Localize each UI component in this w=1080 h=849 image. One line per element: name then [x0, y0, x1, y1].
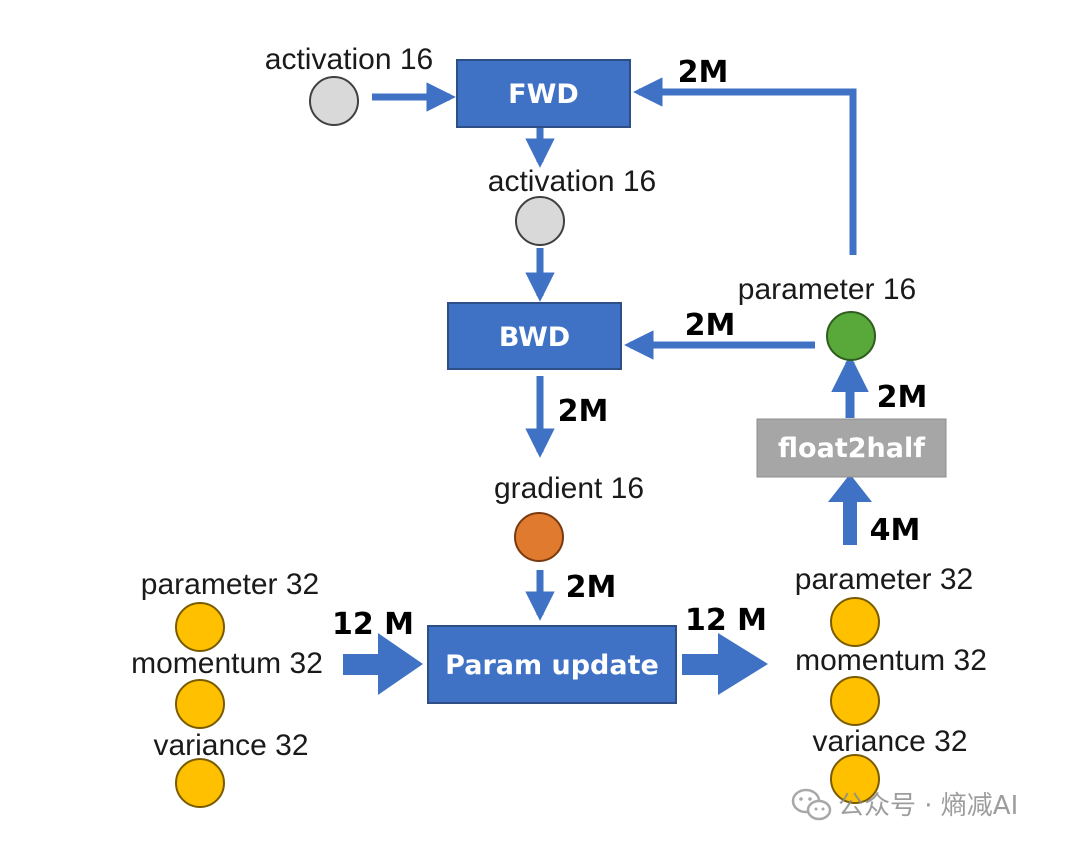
right-parameter32-label: parameter 32: [795, 563, 973, 596]
gradient16-circle: [514, 512, 564, 562]
edge-label-left-state-to-update: 12 M: [332, 607, 414, 642]
fwd-label: FWD: [508, 79, 579, 110]
right-momentum32-circle: [830, 676, 880, 726]
left-parameter32-circle: [175, 602, 225, 652]
float2half-box: float2half: [756, 418, 947, 478]
edge-label-param16-to-fwd: 2M: [678, 55, 729, 90]
right-momentum32-label: momentum 32: [795, 644, 987, 677]
bwd-label: BWD: [499, 322, 570, 353]
edge-label-float2half-to-param16: 2M: [877, 380, 928, 415]
activation-mid-circle: [515, 196, 565, 246]
watermark: 公众号 · 熵减AI: [791, 788, 1018, 821]
edge-label-fp32-to-float2half: 4M: [870, 513, 921, 548]
activation-in-label: activation 16: [265, 43, 433, 76]
arrow-update-to-right-state: [682, 633, 768, 695]
parameter16-circle: [826, 311, 876, 361]
edge-label-bwd-to-gradient: 2M: [558, 394, 609, 429]
edge-label-update-to-right-state: 12 M: [685, 603, 767, 638]
gradient16-label: gradient 16: [494, 472, 644, 505]
left-momentum32-label: momentum 32: [131, 647, 323, 680]
left-parameter32-label: parameter 32: [141, 568, 319, 601]
right-parameter32-circle: [830, 597, 880, 647]
float2half-label: float2half: [778, 433, 925, 464]
left-momentum32-circle: [175, 679, 225, 729]
right-variance32-circle: [830, 754, 880, 804]
parameter16-label: parameter 16: [738, 273, 916, 306]
bwd-box: BWD: [447, 302, 622, 370]
left-variance32-label: variance 32: [153, 729, 308, 762]
fwd-box: FWD: [456, 59, 631, 128]
wechat-icon: [791, 788, 832, 821]
activation-mid-label: activation 16: [488, 165, 656, 198]
left-variance32-circle: [175, 758, 225, 808]
right-variance32-label: variance 32: [812, 725, 967, 758]
arrow-left-state-to-update: [343, 633, 423, 695]
param-update-box: Param update: [427, 625, 677, 704]
edge-label-gradient-to-update: 2M: [566, 570, 617, 605]
activation-in-circle: [309, 76, 359, 126]
arrow-fp32-to-float2half: [828, 474, 872, 545]
arrow-param16-to-fwd: [633, 77, 857, 255]
param-update-label: Param update: [445, 650, 659, 681]
watermark-text: 公众号 · 熵减AI: [838, 791, 1018, 821]
edge-label-param16-to-bwd: 2M: [685, 308, 736, 343]
